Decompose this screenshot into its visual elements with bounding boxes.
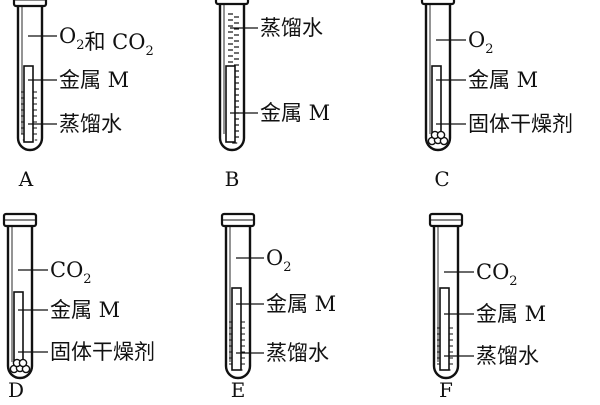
metal-strip (439, 287, 450, 371)
subscript: 2 (83, 272, 91, 287)
gas-label: O2 (266, 246, 292, 275)
tube-d: CO2 金属 M 固体干燥剂 D (2, 212, 155, 402)
label-text: 蒸馏水 (476, 344, 539, 368)
label-text: 金属 M (260, 101, 330, 125)
tube-caption: F (439, 378, 453, 400)
label-text: CO (476, 260, 509, 284)
label-text: 蒸馏水 (266, 341, 329, 365)
water-label: 蒸馏水 (476, 344, 539, 368)
label-text: O (468, 28, 485, 52)
tube-caption: B (225, 167, 240, 191)
label-text: O (266, 246, 283, 270)
tube-body (224, 226, 252, 380)
label-text: 金属 M (50, 298, 120, 322)
water-label: 蒸馏水 (59, 112, 122, 136)
desiccant-grain (436, 130, 446, 140)
label-text: 和 CO (85, 30, 146, 54)
tube-body (424, 4, 452, 152)
tube-body (218, 4, 246, 152)
label-text: 金属 M (266, 292, 336, 316)
gas-label: CO2 (50, 258, 92, 287)
metal-strip (431, 65, 442, 143)
metal-label: 金属 M (50, 298, 120, 322)
metal-strip (23, 65, 34, 143)
tube-e: O2 金属 M 蒸馏水 E (220, 212, 336, 402)
desiccant-grain (18, 358, 28, 368)
label-text: 蒸馏水 (260, 16, 323, 40)
subscript: 2 (509, 274, 517, 289)
gas-label: CO2 (476, 260, 518, 289)
subscript: 2 (76, 38, 84, 53)
tube-body (432, 226, 460, 380)
tube-stopper (12, 0, 48, 8)
tube-caption: D (8, 378, 24, 400)
water-label: 蒸馏水 (266, 341, 329, 365)
metal-label: 金属 M (59, 68, 129, 92)
metal-strip (231, 287, 242, 371)
water-label: 蒸馏水 (260, 16, 323, 40)
label-text: 金属 M (476, 302, 546, 326)
label-text: 金属 M (59, 68, 129, 92)
tube-body (6, 226, 34, 380)
label-text: 蒸馏水 (59, 112, 122, 136)
solid-desiccant (9, 358, 31, 374)
label-text: 固体干燥剂 (50, 340, 155, 364)
label-text: O (59, 24, 76, 48)
gas-label: O2和 CO2 (59, 24, 154, 59)
label-text: 金属 M (468, 68, 538, 92)
tube-stopper (214, 0, 250, 6)
metal-label: 金属 M (476, 302, 546, 326)
metal-strip (225, 65, 236, 143)
label-text: CO (50, 258, 83, 282)
subscript: 2 (283, 260, 291, 275)
subscript: 2 (145, 44, 153, 59)
desiccant-label: 固体干燥剂 (468, 112, 573, 136)
metal-strip (13, 291, 24, 371)
tube-stopper (420, 0, 456, 6)
gas-label: O2 (468, 28, 494, 57)
tube-c: O2 金属 M 固体干燥剂 C (420, 0, 573, 191)
metal-label: 金属 M (266, 292, 336, 316)
tube-body (16, 6, 44, 152)
metal-label: 金属 M (260, 101, 330, 125)
tube-caption: A (18, 167, 34, 191)
tube-caption: E (231, 378, 246, 400)
solid-desiccant (427, 130, 449, 146)
tube-f: CO2 金属 M 蒸馏水 F (428, 212, 546, 402)
subscript: 2 (485, 42, 493, 57)
label-text: 固体干燥剂 (468, 112, 573, 136)
desiccant-label: 固体干燥剂 (50, 340, 155, 364)
metal-label: 金属 M (468, 68, 538, 92)
tube-caption: C (434, 167, 449, 191)
